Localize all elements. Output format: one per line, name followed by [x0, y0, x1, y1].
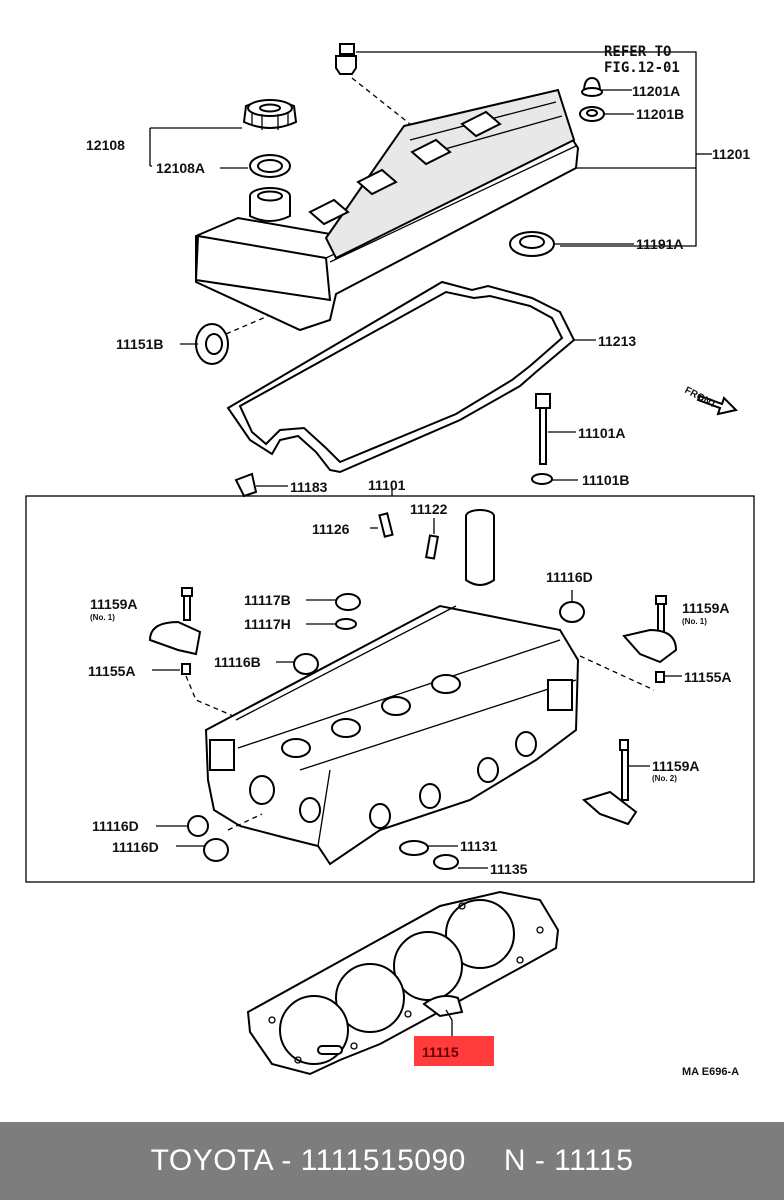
label-11213: 11213 — [598, 333, 636, 349]
washer-11101b — [531, 473, 553, 485]
ring-11135 — [433, 854, 459, 870]
label-11183: 11183 — [290, 479, 328, 495]
bolt-11159a-left — [148, 587, 202, 675]
refer-text-line2: FIG.12-01 — [604, 60, 680, 76]
label-11201a: 11201A — [632, 83, 680, 99]
oil-filler-cap — [242, 99, 298, 130]
label-11201b: 11201B — [636, 106, 684, 122]
seal-11151b — [195, 323, 229, 365]
label-11117b: 11117B — [244, 592, 291, 608]
label-11115: 11115 — [422, 1044, 459, 1060]
seal-11201b — [579, 106, 605, 122]
grommet-11201a — [581, 76, 603, 97]
label-front: FRONT — [683, 385, 719, 411]
plug-11116d-a — [187, 815, 209, 837]
label-11155a-right: 11155A — [684, 669, 732, 685]
pin-11126 — [378, 512, 394, 538]
label-11191a: 11191A — [636, 236, 684, 252]
label-11159a-right: 11159A — [682, 600, 730, 616]
footer-bar: TOYOTA - 1111515090 N - 11115 — [0, 1122, 784, 1200]
connector-part — [335, 43, 357, 75]
cap-gasket-12108a — [249, 154, 291, 178]
bolt-11101a — [535, 393, 551, 465]
label-11116b: 11116B — [214, 654, 261, 670]
label-11117h: 11117H — [244, 616, 291, 632]
highlight-box — [414, 1036, 494, 1066]
label-11122: 11122 — [410, 501, 448, 517]
label-11151b: 11151B — [116, 336, 164, 352]
head-cover-gasket — [226, 280, 576, 474]
plug-11116d-b — [203, 838, 229, 862]
label-11201: 11201 — [712, 146, 750, 162]
label-12108a: 12108A — [156, 160, 205, 176]
label-no1-left: (No. 1) — [90, 613, 115, 622]
label-11159a-lower: 11159A — [652, 758, 700, 774]
label-no2: (No. 2) — [652, 774, 677, 783]
refer-text-line1: REFER TO — [604, 44, 671, 60]
parts-diagram: REFER TO FIG.12-01 11201A 11201B 11201 1… — [25, 43, 755, 1078]
label-11126: 11126 — [312, 521, 350, 537]
plug-holes — [308, 110, 502, 226]
label-12108: 12108 — [86, 137, 125, 153]
plug-11116b — [293, 653, 319, 675]
guide-11122 — [424, 534, 440, 560]
footer-ref: N - 11115 — [503, 1144, 634, 1177]
seal-11117b — [335, 593, 361, 611]
diagram-code: MA E696-A — [682, 1066, 739, 1078]
bolt-11159a-right — [622, 595, 678, 683]
tube-part — [465, 509, 495, 586]
head-gasket — [246, 890, 560, 1076]
label-no1-right: (No. 1) — [682, 617, 707, 626]
label-11101: 11101 — [368, 477, 406, 493]
label-11101b: 11101B — [582, 472, 630, 488]
label-11159a-left: 11159A — [90, 596, 138, 612]
footer-part-number: TOYOTA - 1111515090 — [150, 1144, 466, 1177]
seal-11191a — [509, 231, 555, 257]
label-11101a: 11101A — [578, 425, 626, 441]
plug-11116d-top — [559, 601, 585, 623]
plug-11183 — [234, 472, 258, 498]
label-11116d-top: 11116D — [546, 569, 593, 585]
label-11131: 11131 — [460, 838, 498, 854]
ring-11117h — [335, 618, 357, 630]
front-arrow — [696, 394, 738, 416]
label-11116d-a: 11116D — [92, 818, 139, 834]
cylinder-head — [204, 604, 580, 866]
label-11135: 11135 — [490, 861, 528, 877]
label-11155a-left: 11155A — [88, 663, 136, 679]
bolt-11159a-no2 — [581, 739, 638, 826]
ring-11131 — [399, 840, 429, 856]
label-11116d-b: 11116D — [112, 839, 159, 855]
